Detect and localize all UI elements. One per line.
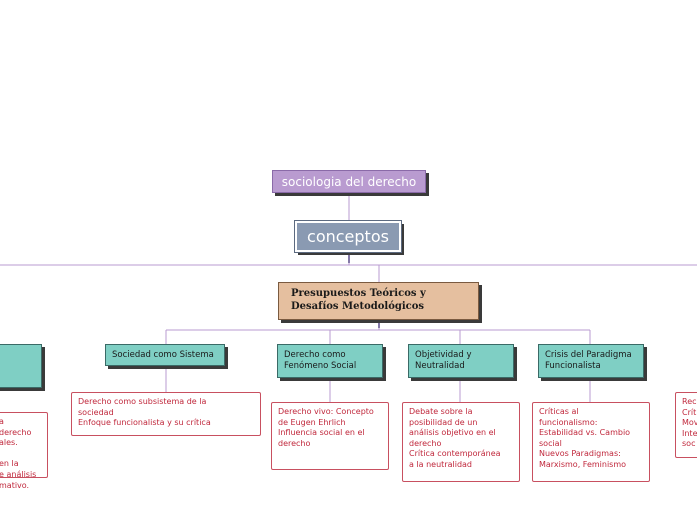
category-node-objetividad[interactable]: Objetividad y Neutralidad xyxy=(408,344,514,378)
note-text: Rec Crít Mov Inte soc xyxy=(682,397,697,449)
note-text: Debate sobre la posibilidad de un anális… xyxy=(409,407,501,469)
category-node-cutoff-left[interactable] xyxy=(0,344,42,388)
category-label: Crisis del Paradigma Funcionalista xyxy=(545,350,632,371)
note-text: Derecho vivo: Concepto de Eugen Ehrlich … xyxy=(278,407,374,448)
category-node-sociedad[interactable]: Sociedad como Sistema xyxy=(105,344,225,366)
category-node-derecho-fenomeno[interactable]: Derecho como Fenómeno Social xyxy=(277,344,383,378)
presupuestos-node[interactable]: Presupuestos Teóricos y Desafíos Metodol… xyxy=(278,282,479,320)
concepts-node-label: conceptos xyxy=(307,227,389,246)
category-label: Derecho como Fenómeno Social xyxy=(284,350,357,371)
note-crisis[interactable]: Críticas al funcionalismo: Estabilidad v… xyxy=(532,402,650,482)
note-text: Críticas al funcionalismo: Estabilidad v… xyxy=(539,407,631,469)
note-text: a derecho ales. en la e análisis mativo. xyxy=(0,417,37,490)
category-node-crisis[interactable]: Crisis del Paradigma Funcionalista xyxy=(538,344,644,378)
note-cutoff-left[interactable]: a derecho ales. en la e análisis mativo. xyxy=(0,412,48,490)
note-derecho-fenomeno[interactable]: Derecho vivo: Concepto de Eugen Ehrlich … xyxy=(271,402,389,470)
root-node[interactable]: sociologia del derecho xyxy=(272,170,426,193)
root-node-label: sociologia del derecho xyxy=(281,174,417,189)
note-text: Derecho como subsistema de la sociedad E… xyxy=(78,397,211,428)
category-label: Objetividad y Neutralidad xyxy=(415,350,472,371)
note-objetividad[interactable]: Debate sobre la posibilidad de un anális… xyxy=(402,402,520,482)
category-label: Sociedad como Sistema xyxy=(112,349,214,360)
presupuestos-node-label: Presupuestos Teóricos y Desafíos Metodol… xyxy=(291,288,426,312)
concepts-node[interactable]: conceptos xyxy=(294,220,402,253)
note-cutoff-right[interactable]: Rec Crít Mov Inte soc xyxy=(675,392,697,458)
note-sociedad[interactable]: Derecho como subsistema de la sociedad E… xyxy=(71,392,261,436)
